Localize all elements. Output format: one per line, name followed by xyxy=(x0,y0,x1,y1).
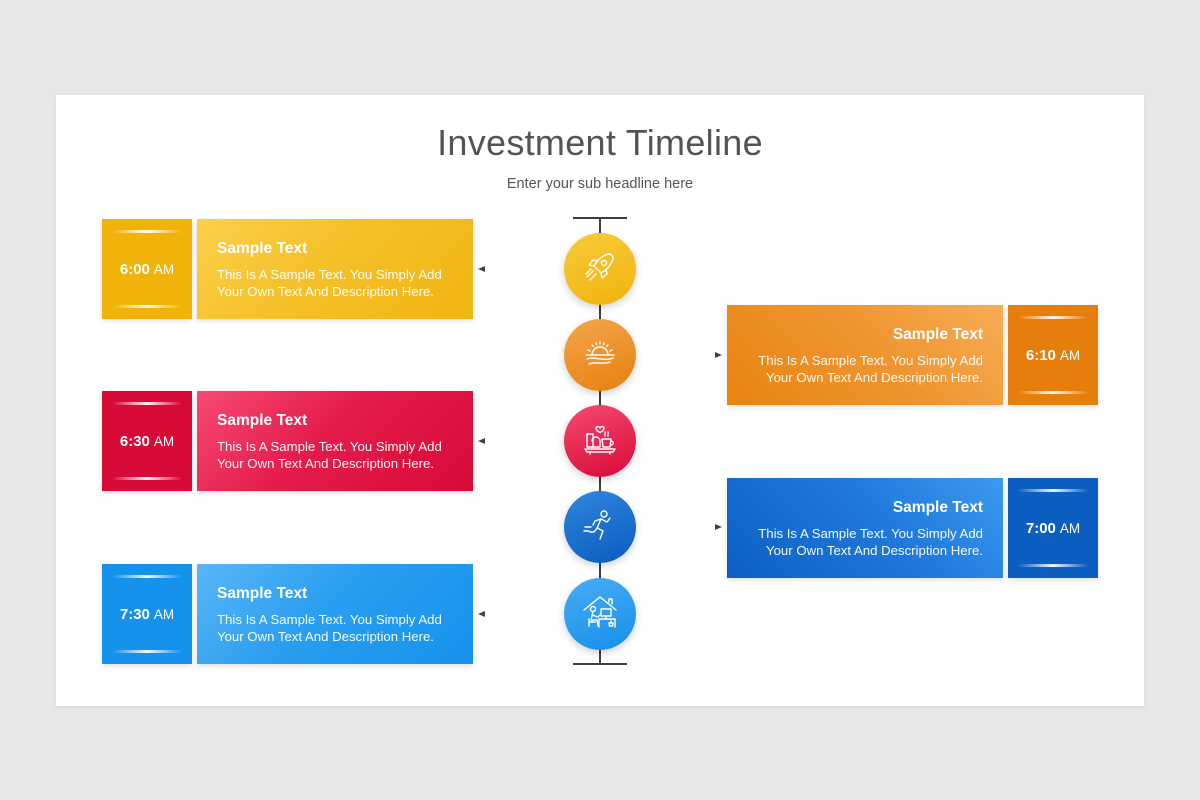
timeline-card-3: Sample Text This Is A Sample Text. You S… xyxy=(197,391,473,491)
glow-bar xyxy=(112,305,182,308)
card-description: This Is A Sample Text. You Simply Add Yo… xyxy=(758,353,983,385)
card-description: This Is A Sample Text. You Simply Add Yo… xyxy=(217,439,442,471)
card-heading: Sample Text xyxy=(892,326,983,343)
connector-arrow-right xyxy=(640,350,722,360)
card-description: This Is A Sample Text. You Simply Add Yo… xyxy=(217,612,442,644)
time-value: 6:00 xyxy=(119,260,150,278)
timeline-node-2 xyxy=(564,319,636,391)
rocket-icon xyxy=(580,247,620,292)
glow-bar xyxy=(112,230,182,233)
page-title: Investment Timeline xyxy=(437,122,763,163)
time-value: 6:10 xyxy=(1025,346,1056,364)
timeline-card-2: Sample Text This Is A Sample Text. You S… xyxy=(727,305,1003,405)
connector-arrow-left xyxy=(478,436,560,446)
connector-arrow-left xyxy=(478,264,560,274)
glow-bar xyxy=(1018,564,1088,567)
time-ampm: AM xyxy=(1059,520,1081,536)
card-description: This Is A Sample Text. You Simply Add Yo… xyxy=(217,267,442,299)
connector-arrow-right xyxy=(640,522,722,532)
timeline-node-4 xyxy=(564,491,636,563)
card-heading: Sample Text xyxy=(217,240,308,257)
time-value: 7:00 xyxy=(1025,519,1056,537)
glow-bar xyxy=(1018,391,1088,394)
time-ampm: AM xyxy=(1059,347,1081,363)
timeline-card-5: Sample Text This Is A Sample Text. You S… xyxy=(197,564,473,664)
glow-bar xyxy=(112,650,182,653)
timeline-card-1: Sample Text This Is A Sample Text. You S… xyxy=(197,219,473,319)
time-value: 6:30 xyxy=(119,432,150,450)
timeline-axis-bottom-cap xyxy=(573,663,627,665)
time-ampm: AM xyxy=(153,261,175,277)
timeline-node-5 xyxy=(564,578,636,650)
card-heading: Sample Text xyxy=(217,412,308,429)
time-ampm: AM xyxy=(153,433,175,449)
running-man-icon xyxy=(580,505,620,550)
time-ampm: AM xyxy=(153,606,175,622)
timeline-axis-top-cap xyxy=(573,217,627,219)
timeline-card-4: Sample Text This Is A Sample Text. You S… xyxy=(727,478,1003,578)
glow-bar xyxy=(1018,316,1088,319)
glow-bar xyxy=(112,402,182,405)
page-subtitle: Enter your sub headline here xyxy=(506,176,694,192)
glow-bar xyxy=(112,477,182,480)
timeline-node-1 xyxy=(564,233,636,305)
card-description: This Is A Sample Text. You Simply Add Yo… xyxy=(758,526,983,558)
sunrise-icon xyxy=(580,333,620,378)
time-value: 7:30 xyxy=(119,605,150,623)
breakfast-tray-icon xyxy=(580,419,620,464)
card-heading: Sample Text xyxy=(217,585,308,602)
connector-arrow-left xyxy=(478,609,560,619)
glow-bar xyxy=(1018,489,1088,492)
glow-bar xyxy=(112,575,182,578)
card-heading: Sample Text xyxy=(892,499,983,516)
work-from-home-icon xyxy=(580,592,620,637)
timeline-node-3 xyxy=(564,405,636,477)
